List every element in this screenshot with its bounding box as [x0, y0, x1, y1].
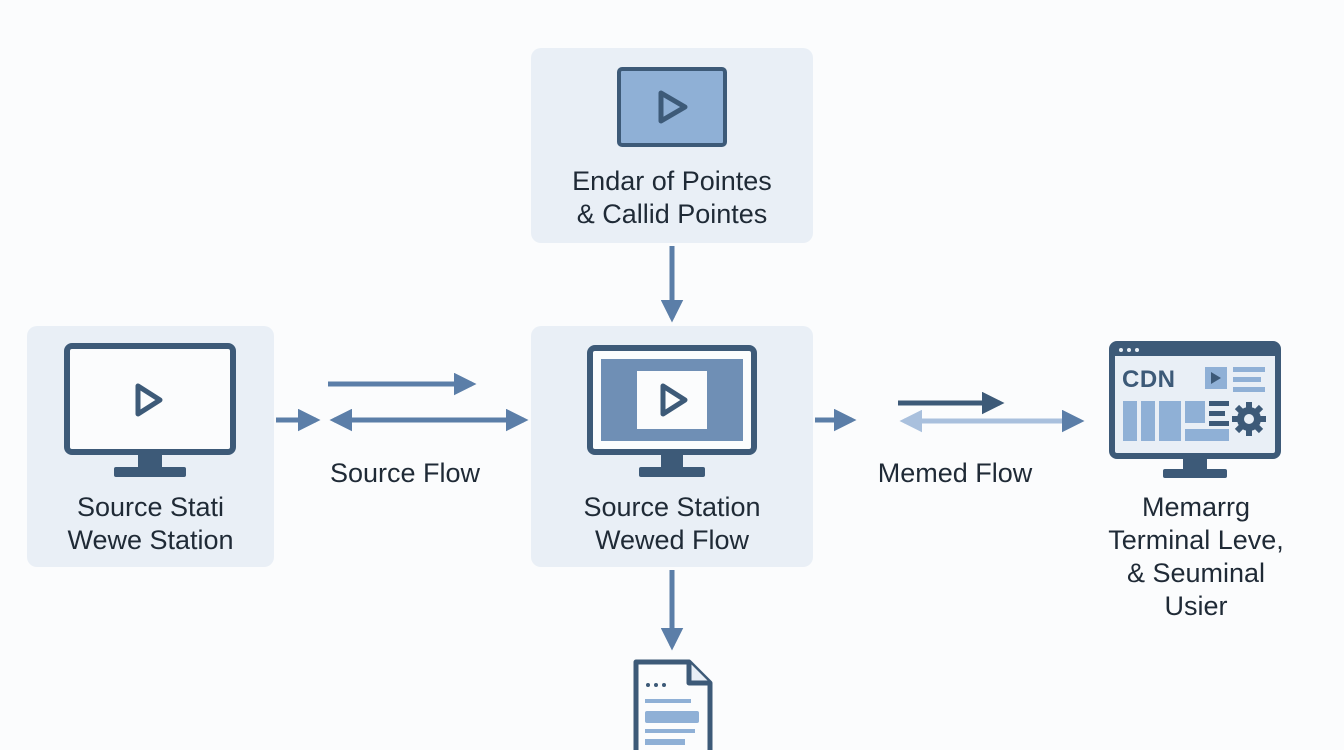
center-node-label-line-2: Wewed Flow [594, 525, 750, 555]
center-node-label-line-1: Source Station [583, 492, 761, 522]
cdn-dashboard-icon [1109, 341, 1281, 478]
monitor-play-icon [64, 343, 236, 477]
right-node-label-line-4: Usier [1164, 591, 1228, 621]
right-node-label-line-2: Terminal Leve, [1108, 525, 1284, 555]
left-node-label: Source Stati Wewe Station [27, 491, 274, 557]
cdn-badge: CDN [1122, 366, 1176, 393]
source-flow-label: Source Flow [329, 458, 481, 488]
play-video-window-icon [617, 67, 727, 147]
top-node-label-line-2: & Callid Pointes [576, 199, 768, 229]
top-node-label-line-1: Endar of Pointes [572, 166, 772, 196]
center-node-label: Source Station Wewed Flow [531, 491, 813, 557]
right-node-label-line-3: & Seuminal [1126, 558, 1266, 588]
left-node-label-line-2: Wewe Station [67, 525, 234, 555]
monitor-video-icon [587, 345, 757, 477]
document-icon [633, 659, 713, 750]
top-node-label: Endar of Pointes & Callid Pointes [531, 165, 813, 231]
memed-flow-label: Memed Flow [877, 458, 1033, 488]
right-node-label-line-1: Memarrg [1141, 492, 1250, 522]
left-node-label-line-1: Source Stati [76, 492, 225, 522]
right-node-label: Memarrg Terminal Leve, & Seuminal Usier [1076, 491, 1316, 623]
